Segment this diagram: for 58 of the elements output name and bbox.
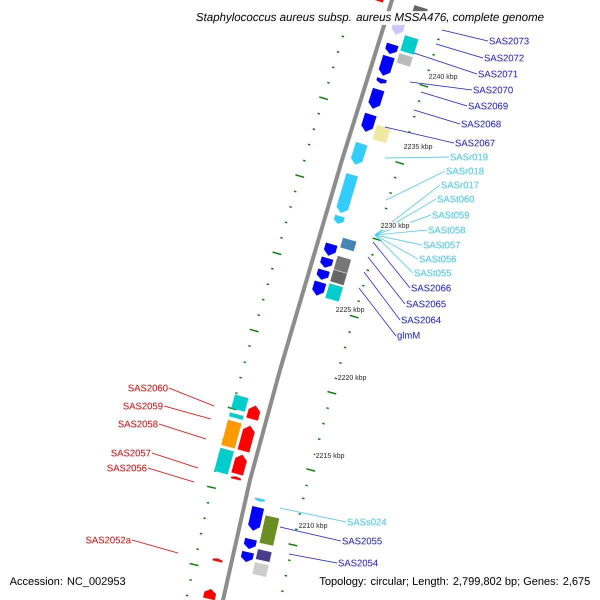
gene-label: SAS2052a [86, 536, 131, 544]
leader-line [420, 92, 468, 106]
gene-label: SAS2059 [123, 402, 163, 410]
gene-label: SASt058 [428, 226, 466, 234]
gene-label: SAS2056 [107, 464, 147, 472]
gene-label: SAS2065 [406, 300, 446, 308]
gene-label: SAS2068 [461, 120, 501, 128]
gene-label: SAS2058 [118, 420, 158, 428]
leader-line [280, 526, 342, 542]
gene-label: SASt060 [437, 196, 474, 202]
leader-line [384, 156, 450, 158]
leader-line [288, 554, 338, 564]
gene-label: SASt057 [423, 242, 460, 248]
leader-line [374, 230, 428, 236]
gene-label: SAS2073 [489, 38, 529, 44]
gene-label: SAS2054 [338, 560, 378, 566]
title: Staphylococcus aureus subsp. aureus MSSA476, complete genome [194, 11, 546, 25]
gene-label: SAS2055 [342, 538, 382, 544]
gene-label: SASs024 [347, 518, 386, 526]
gene-label: SASt059 [432, 212, 470, 218]
gene-label: SASr018 [446, 168, 484, 174]
gene-label: SASr019 [450, 154, 488, 160]
leader-line [364, 272, 400, 320]
gene-label: SAS2066 [411, 284, 451, 292]
gene-label: SASt056 [419, 256, 456, 262]
gene-label: SAS2057 [111, 450, 151, 456]
genome-info-text: Topology: circular; Length: 2,799,802 bp; Genes: 2,675 [320, 576, 590, 588]
gene-label: SAS2071 [478, 70, 518, 78]
leader-line [368, 256, 406, 304]
leader-line [384, 126, 454, 144]
leader-line [164, 406, 212, 420]
leader-line [374, 234, 418, 260]
gene-label: SAS2069 [468, 102, 508, 110]
leader-line [132, 540, 178, 554]
leader-line [372, 242, 410, 288]
leader-line [358, 288, 396, 336]
gene-label: SASr017 [441, 182, 479, 188]
leader-line [148, 468, 194, 482]
gene-label: SASt055 [414, 270, 452, 276]
leader-line [374, 234, 414, 274]
gene-label: SAS2072 [484, 54, 524, 62]
leader-line [442, 30, 488, 42]
accession-text: Accession: NC_002953 [10, 576, 126, 588]
leader-line [410, 82, 472, 90]
gene-label: glmM [397, 332, 420, 340]
gene-label: SAS2060 [128, 384, 168, 392]
leader-line [374, 234, 422, 246]
leader-line [414, 110, 460, 124]
leader-line [386, 170, 446, 200]
leader-line [414, 52, 478, 74]
gene-label: SAS2064 [401, 316, 441, 324]
leader-line [152, 452, 198, 468]
leader-line [158, 424, 206, 440]
leader-line [168, 388, 214, 406]
leader-line [280, 508, 346, 522]
leader-line [436, 44, 484, 58]
gene-label: SAS2067 [455, 140, 495, 146]
gene-label: SAS2070 [473, 86, 513, 94]
